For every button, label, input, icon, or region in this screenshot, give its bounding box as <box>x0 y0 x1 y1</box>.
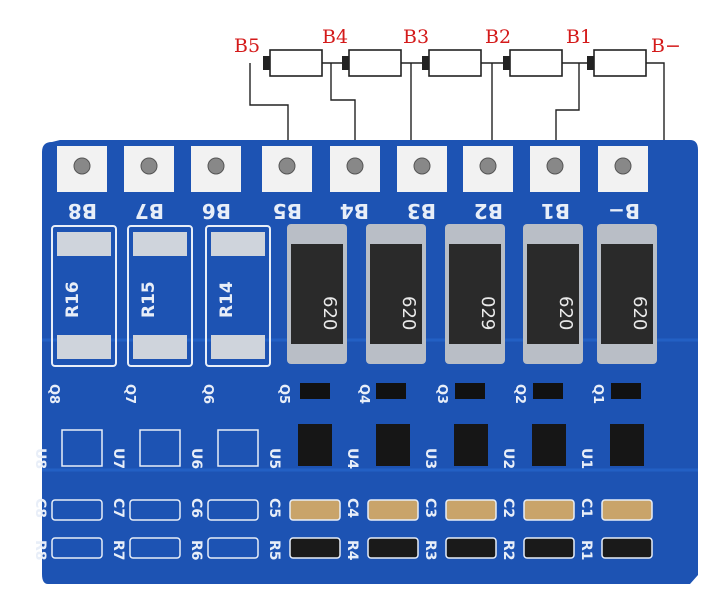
cell-label-b2: B2 <box>485 26 511 48</box>
capacitor-label: C7 <box>110 498 126 518</box>
mosfet-labels: Q8 Q7 Q6 Q5 Q4 Q3 Q2 Q1 <box>46 384 605 404</box>
ic-label: U2 <box>500 448 516 469</box>
resistor-marking: 620 <box>319 296 340 330</box>
pad-label: B6 <box>202 199 231 223</box>
small-resistor-label: R5 <box>266 540 282 561</box>
capacitor-label: C8 <box>32 498 48 518</box>
cell-symbol <box>348 49 402 77</box>
mosfet-label: Q8 <box>46 384 61 404</box>
pad-label: B3 <box>407 199 436 223</box>
cell-label-b1: B1 <box>566 26 592 48</box>
capacitor-label: C5 <box>266 498 282 518</box>
pad-label: B2 <box>474 199 503 223</box>
cell-label-b5: B5 <box>234 35 260 57</box>
capacitor-label: C6 <box>188 498 204 518</box>
pad-label: B5 <box>273 199 302 223</box>
resistor-marking: 620 <box>629 296 650 330</box>
pad-labels: B8 B7 B6 B5 B4 B3 B2 B1 B− <box>68 199 640 223</box>
small-resistor-label: R1 <box>578 540 594 561</box>
smd-resistors: 620 620 029 620 620 <box>287 224 657 364</box>
capacitor-labels: C8 C7 C6 C5 C4 C3 C2 C1 <box>32 498 594 518</box>
cell-label-b4: B4 <box>322 26 348 48</box>
mosfet-label: Q6 <box>200 384 215 404</box>
resistor-marking: 029 <box>477 296 498 330</box>
cell-label-bminus: B− <box>651 35 681 57</box>
pad-label: B− <box>608 199 640 223</box>
cell-symbol <box>428 49 482 77</box>
empty-resistor-footprints: R16 R15 R14 <box>51 225 271 367</box>
mosfet-label: Q3 <box>434 384 449 404</box>
mosfet-label: Q1 <box>590 384 605 404</box>
small-resistor-label: R8 <box>32 540 48 561</box>
capacitor-label: C2 <box>500 498 516 518</box>
ic-label: U5 <box>266 448 282 469</box>
cell-string-diagram: B5 B4 B3 B2 B1 B− <box>234 26 681 171</box>
resistor-ref: R15 <box>139 281 159 318</box>
pad-label: B1 <box>541 199 570 223</box>
resistor-marking: 620 <box>398 296 419 330</box>
mosfet-label: Q5 <box>276 384 291 404</box>
terminal-pads <box>57 146 648 192</box>
mosfet-label: Q2 <box>512 384 527 404</box>
resistor-ref: R16 <box>63 281 83 318</box>
ic-label: U4 <box>344 448 360 469</box>
transistor-chips <box>61 383 644 467</box>
small-resistor-label: R3 <box>422 540 438 561</box>
ic-label: U6 <box>188 448 204 469</box>
cell-label-b3: B3 <box>403 26 429 48</box>
resistor-ref: R14 <box>217 281 237 318</box>
cell-symbol <box>269 49 323 77</box>
pad-label: B8 <box>68 199 97 223</box>
mosfet-label: Q7 <box>122 384 137 404</box>
ic-label: U3 <box>422 448 438 469</box>
cap-footprints <box>51 499 653 559</box>
capacitor-label: C1 <box>578 498 594 518</box>
ic-label: U7 <box>110 448 126 469</box>
pad-label: B7 <box>135 199 164 223</box>
ic-label: U8 <box>32 448 48 469</box>
cell-symbol <box>593 49 647 77</box>
resistor-marking: 620 <box>555 296 576 330</box>
mosfet-label: Q4 <box>356 384 371 404</box>
ic-label: U1 <box>578 448 594 469</box>
small-resistor-label: R4 <box>344 540 360 561</box>
cell-symbol <box>509 49 563 77</box>
ic-labels: U8 U7 U6 U5 U4 U3 U2 U1 <box>32 448 594 469</box>
small-resistor-label: R7 <box>110 540 126 561</box>
small-resistor-label: R6 <box>188 540 204 561</box>
pad-label: B4 <box>340 199 369 223</box>
capacitor-label: C4 <box>344 498 360 518</box>
small-resistor-labels: R8 R7 R6 R5 R4 R3 R2 R1 <box>32 540 594 561</box>
capacitor-label: C3 <box>422 498 438 518</box>
small-resistor-label: R2 <box>500 540 516 561</box>
